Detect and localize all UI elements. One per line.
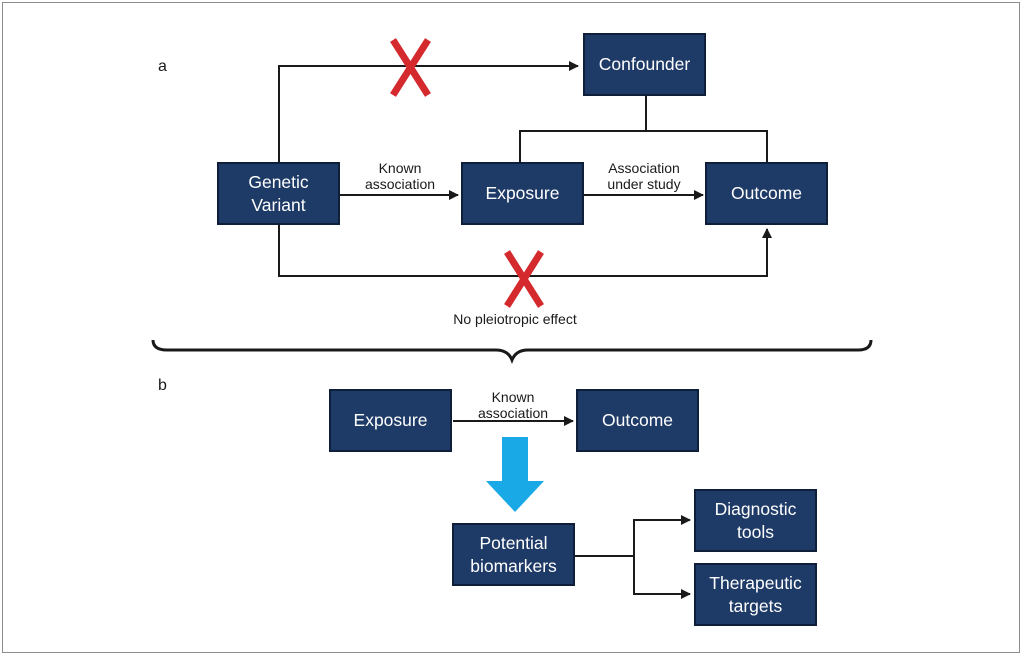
edge-variant-to-outcome — [278, 225, 772, 277]
label-b-known-association: Known association — [477, 389, 549, 421]
label-association-under-study: Association under study — [607, 160, 681, 192]
node-therapeutic-targets: Therapeutic targets — [694, 563, 817, 626]
curly-brace — [151, 339, 873, 365]
node-outcome: Outcome — [705, 162, 828, 225]
label-known-association: Known association — [364, 160, 436, 192]
edge-confounder-to-exposure-outcome — [519, 130, 768, 162]
edge-variant-to-confounder — [278, 61, 579, 162]
blocked-x-icon-confounder — [390, 38, 431, 97]
node-b-exposure: Exposure — [329, 389, 452, 452]
node-b-outcome: Outcome — [576, 389, 699, 452]
node-potential-biomarkers: Potential biomarkers — [452, 523, 575, 586]
node-diagnostic-tools: Diagnostic tools — [694, 489, 817, 552]
panel-a-label: a — [158, 58, 167, 75]
panel-b-label: b — [158, 377, 167, 394]
node-confounder: Confounder — [583, 33, 706, 96]
edge-biomarkers-to-diagnostic — [633, 515, 691, 556]
node-genetic-variant: Genetic Variant — [217, 162, 340, 225]
down-arrow-icon — [486, 437, 544, 512]
node-exposure: Exposure — [461, 162, 584, 225]
label-no-pleiotropic-effect: No pleiotropic effect — [453, 311, 577, 327]
edge-biomarkers-to-therapeutic — [633, 556, 691, 599]
blocked-x-icon-pleiotropy — [504, 250, 544, 308]
